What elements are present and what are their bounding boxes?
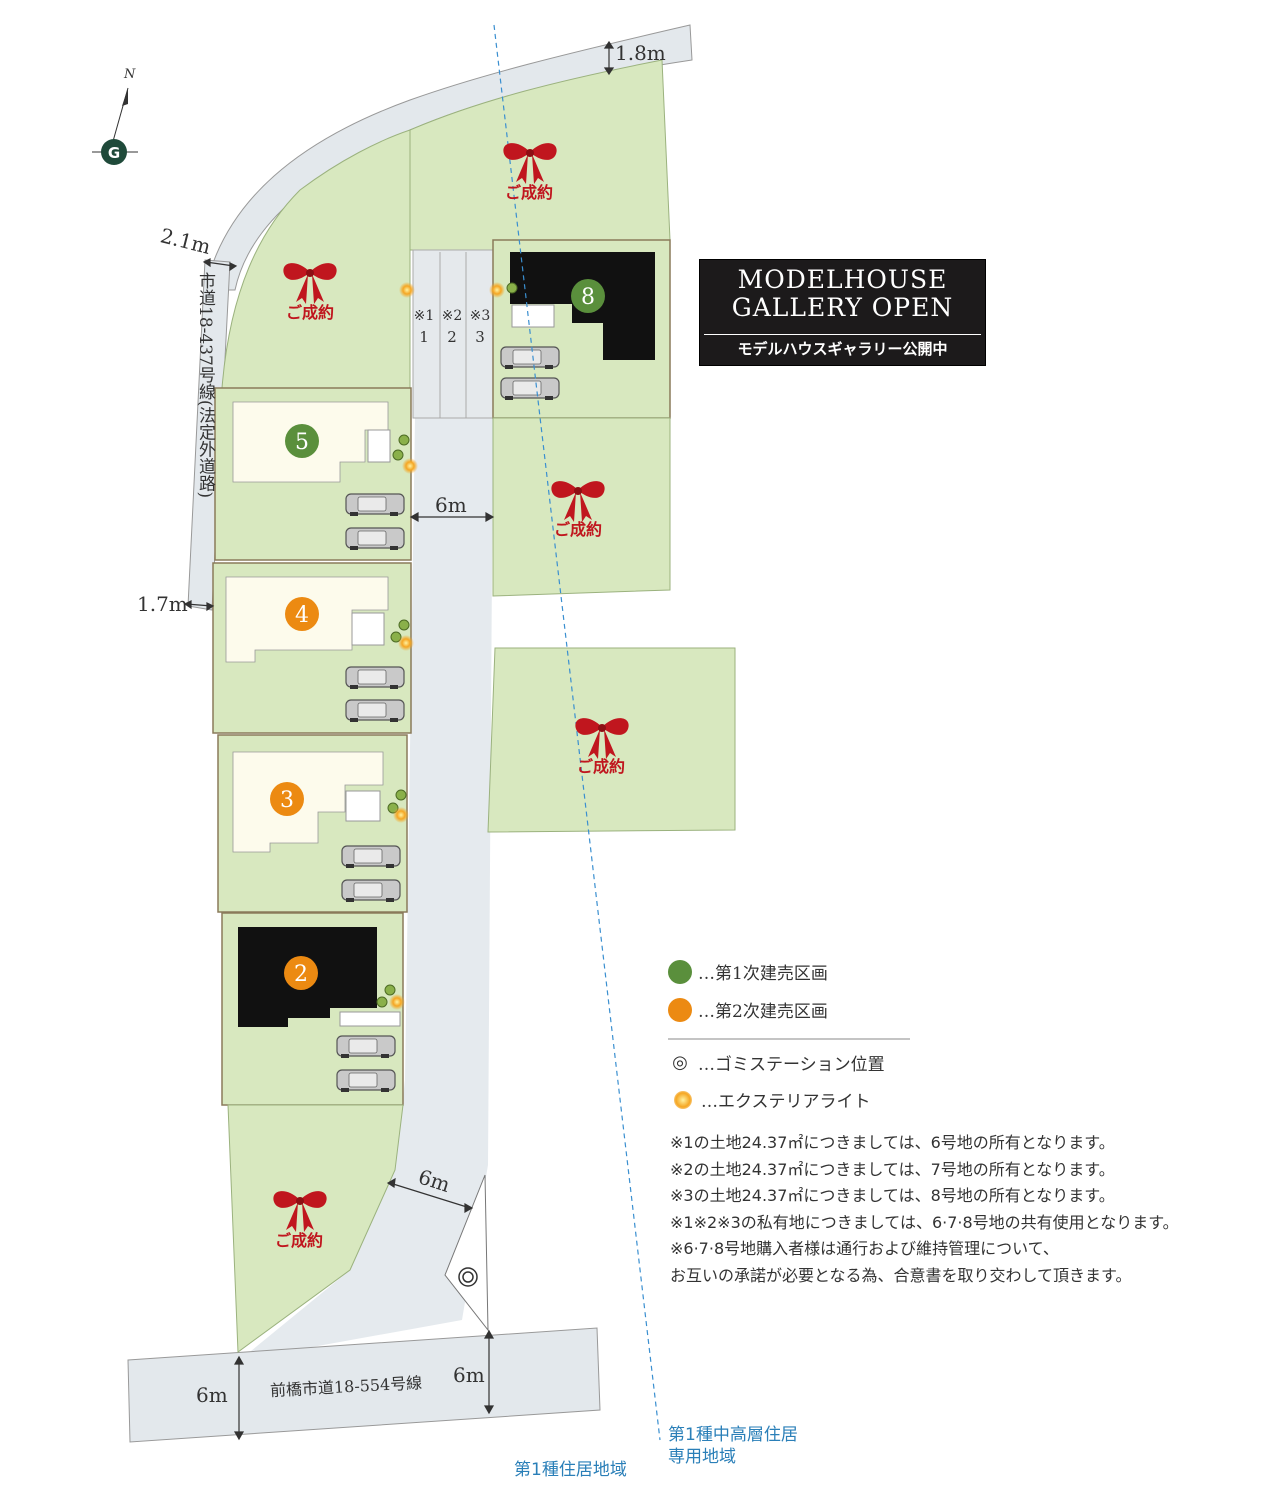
note-line: ※2の土地24.37㎡につきましては、7号地の所有となります。: [670, 1159, 1115, 1179]
lot-marker-4: [285, 597, 319, 631]
left-road-width-bottom: 1.7m: [137, 592, 188, 616]
legend-phase1-label: …第1次建売区画: [698, 964, 828, 984]
badge-divider: [704, 334, 981, 335]
sold-label: ご成約: [505, 183, 553, 202]
left-road-name: 市道18-437号線(法定外道路): [195, 272, 215, 499]
zone-right-line2: 専用地域: [668, 1447, 736, 1467]
note-line: ※1の土地24.37㎡につきましては、6号地の所有となります。: [670, 1133, 1115, 1152]
zone-right-line1: 第1種中高層住居: [668, 1425, 798, 1445]
note-line: お互いの承諾が必要となる為、合意書を取り交わして頂きます。: [670, 1265, 1132, 1285]
sold-label: ご成約: [275, 1231, 323, 1250]
zone-boundary-line: [493, 24, 661, 1441]
lot-number-2: 2: [294, 962, 308, 987]
legend-garbage: ◎ …ゴミステーション位置: [668, 1050, 885, 1075]
model-house-badge[interactable]: MODELHOUSE GALLERY OPEN モデルハウスギャラリー公開中: [700, 260, 985, 365]
garbage-station-marker: [458, 1267, 478, 1287]
lot-marker-5: [285, 424, 319, 458]
lot-number-5: 5: [295, 430, 309, 455]
legend-phase1: …第1次建売区画: [668, 959, 828, 984]
zone-left: 第1種住居地域: [514, 1460, 627, 1480]
main-road-width-left: 6m: [196, 1383, 228, 1407]
phase1-dot-icon: [668, 959, 692, 984]
compass-north: N: [123, 67, 136, 82]
left-road-width-top: 2.1m: [158, 223, 213, 259]
legend-phase2: …第2次建売区画: [668, 997, 828, 1022]
svg-text:1: 1: [419, 328, 429, 346]
legend-garbage-label: …ゴミステーション位置: [698, 1055, 885, 1075]
building-3: [232, 751, 384, 853]
legend-light: …エクステリアライト: [668, 1087, 871, 1112]
private-space-3: ※3: [470, 308, 491, 324]
garbage-triangle: [444, 1174, 489, 1332]
svg-text:2: 2: [447, 328, 457, 346]
light-icon: [674, 1090, 692, 1109]
lot-top-left: [221, 129, 411, 389]
lot-bottom: [227, 1104, 404, 1353]
badge-line2: GALLERY OPEN: [731, 293, 954, 322]
private-space-1: ※1: [414, 308, 435, 324]
badge-line1: MODELHOUSE: [737, 265, 948, 294]
left-road: [187, 259, 231, 611]
lot-marker-2: [284, 956, 318, 990]
notes: ※1の土地24.37㎡につきましては、6号地の所有となります。 ※2の土地24.…: [670, 1130, 1179, 1289]
zone-right: 第1種中高層住居 専用地域: [668, 1424, 798, 1468]
main-road: [127, 1327, 601, 1443]
compass-logo: G: [108, 144, 120, 162]
lot-number-8: 8: [581, 285, 595, 310]
inner-road: [240, 418, 493, 1360]
sold-label: ご成約: [286, 303, 334, 322]
note-line: ※3の土地24.37㎡につきましては、8号地の所有となります。: [670, 1186, 1115, 1205]
legend-phase2-label: …第2次建売区画: [698, 1002, 828, 1022]
note-line: ※1※2※3の私有地につきましては、6·7·8号地の共有使用となります。: [670, 1212, 1179, 1232]
sold-label: ご成約: [554, 520, 602, 539]
lot-number-3: 3: [280, 788, 294, 813]
lot-marker-3: [270, 782, 304, 816]
lot-marker-8: [571, 279, 605, 313]
compass-icon: [92, 87, 138, 165]
private-space-2: ※2: [442, 308, 463, 324]
phase2-dot-icon: [668, 997, 692, 1022]
main-road-width-right: 6m: [453, 1363, 485, 1387]
badge-line3: モデルハウスギャラリー公開中: [737, 340, 948, 358]
svg-text:3: 3: [475, 328, 485, 346]
lot-number-4: 4: [295, 603, 309, 628]
note-line: ※6·7·8号地購入者様は通行および維持管理について、: [670, 1239, 1059, 1258]
top-road-width: 1.8m: [615, 41, 666, 65]
sold-label: ご成約: [577, 757, 625, 776]
legend-light-label: …エクステリアライト: [701, 1092, 871, 1112]
garbage-symbol-icon: ◎: [672, 1052, 688, 1073]
lot-right-2: [487, 647, 736, 833]
inner-road-width-top: 6m: [435, 493, 467, 517]
